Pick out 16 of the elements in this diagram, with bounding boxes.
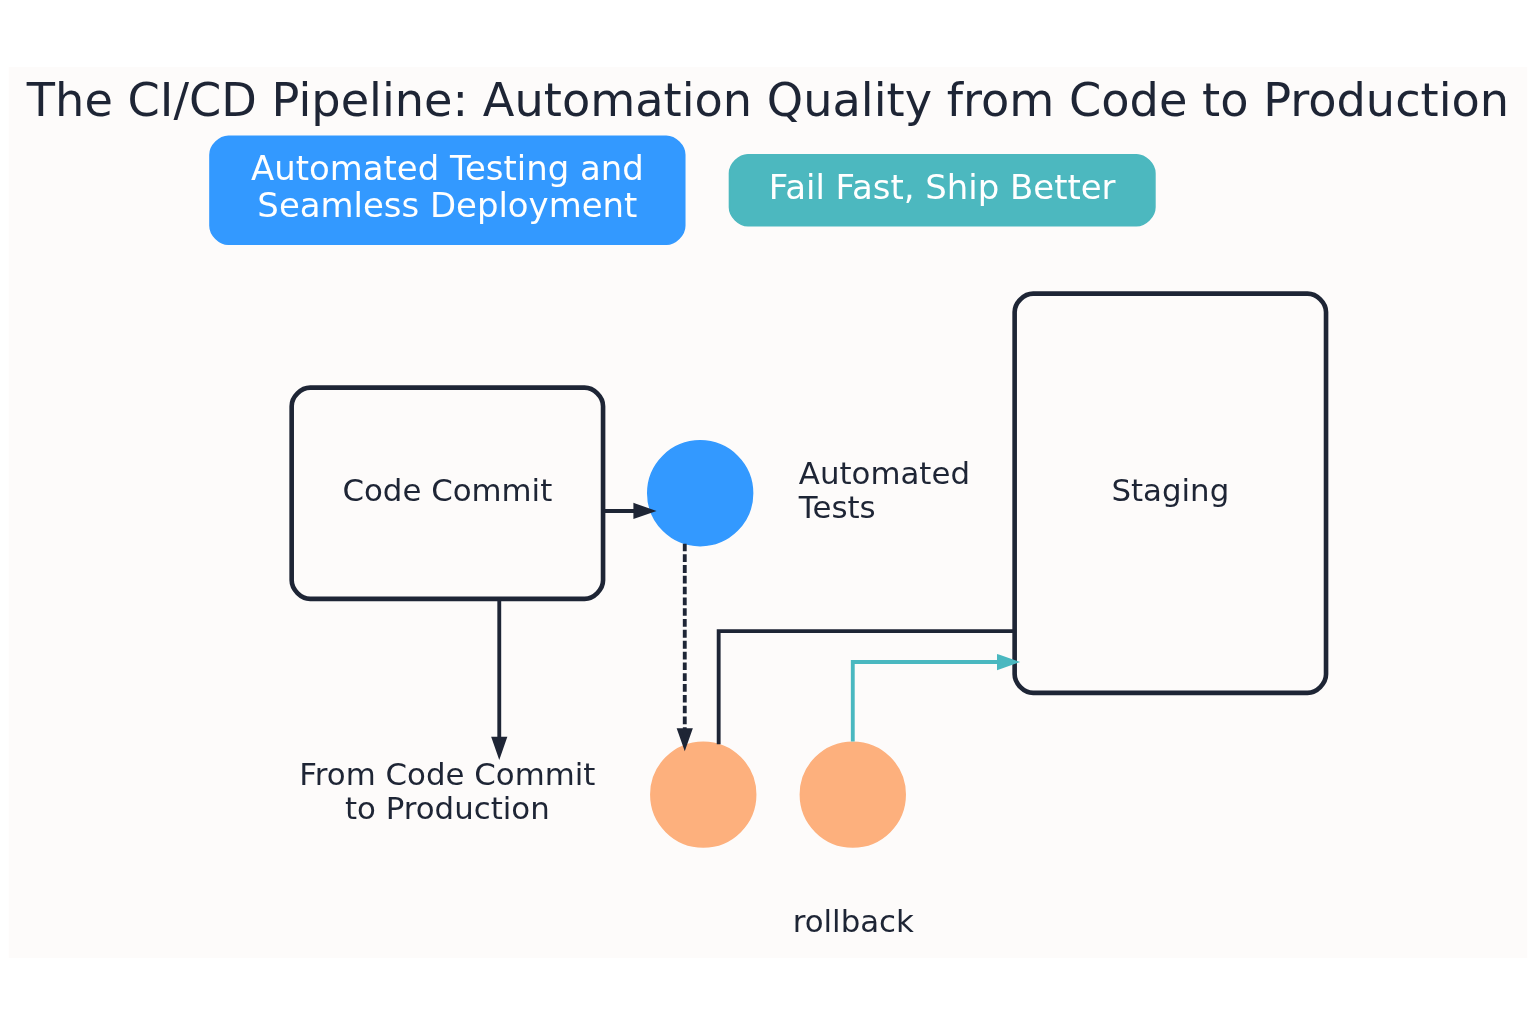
node-circle: [650, 740, 757, 848]
diagram-title: The CI/CD Pipeline: Automation Quality from Code to Production: [26, 72, 1510, 127]
node-circle: [799, 740, 906, 848]
node-box: Code Commit: [289, 384, 606, 601]
node-box: Automated Testing and Seamless Deployment: [209, 135, 686, 245]
arrow: [491, 598, 508, 760]
connector: [716, 628, 1015, 744]
arrow: [603, 502, 657, 519]
node-text: From Code Commit to Production: [299, 755, 596, 826]
node-circle: [647, 439, 754, 546]
node-label: rollback: [792, 902, 914, 939]
arrow: [850, 653, 1021, 741]
node-label: Automated Tests: [798, 454, 970, 525]
node-box: Staging: [1012, 290, 1329, 695]
node-box: Fail Fast, Ship Better: [728, 153, 1156, 227]
arrow: [676, 543, 693, 751]
